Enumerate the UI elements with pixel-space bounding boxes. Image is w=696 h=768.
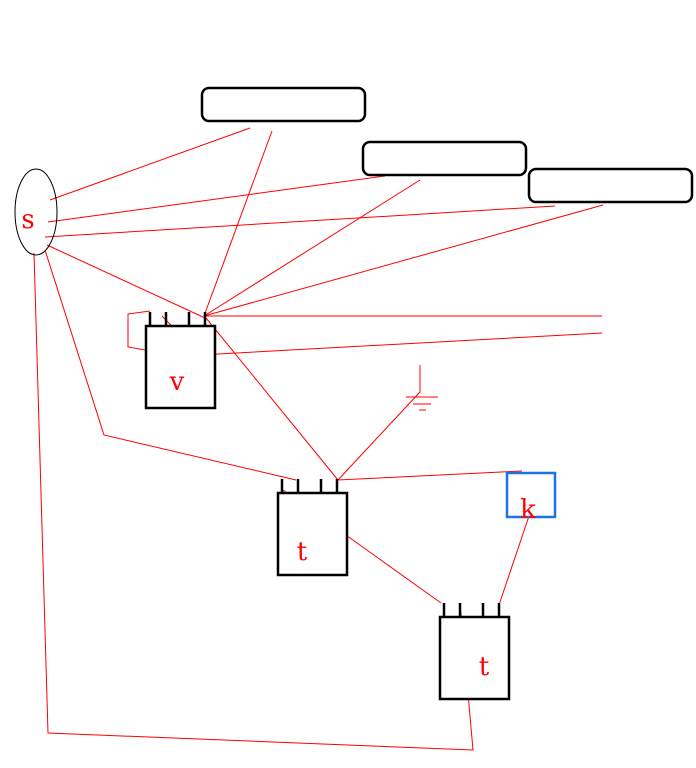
component-t2-label: t [479, 652, 490, 682]
component-t1 [276, 479, 349, 577]
source-node: s [14, 168, 58, 256]
component-t2-body [438, 615, 511, 701]
wire-v-to-t1 [205, 317, 339, 481]
terminal-bar-2 [361, 140, 528, 177]
wire-s-to-bar2 [47, 175, 386, 223]
component-v-pins [148, 312, 207, 326]
wire-k-to-t2 [498, 515, 530, 606]
wires [33, 127, 604, 751]
wire-s-to-bar3 [44, 205, 556, 238]
wire-bar2-to-v [203, 179, 421, 317]
wire-s-to-t2 [33, 252, 474, 751]
component-v-label: v [169, 367, 185, 397]
box-k-label: k [520, 495, 536, 525]
component-t1-body [276, 491, 349, 577]
wire-v-loop [161, 315, 603, 356]
component-t1-label: t [297, 537, 308, 567]
wire-s-to-t1 [44, 249, 297, 481]
terminal-bar-3 [527, 167, 694, 204]
component-v [144, 312, 217, 410]
wire-s-to-bar1 [49, 127, 251, 201]
box-k[interactable] [505, 471, 557, 519]
source-ellipse [14, 168, 58, 256]
ground-icon [406, 396, 438, 411]
component-t1-pins [280, 479, 339, 493]
wire-bar3-to-v [203, 204, 604, 317]
component-t2-pins [442, 603, 501, 617]
wire-ground-to-t1 [336, 365, 523, 481]
terminal-bars [200, 86, 694, 204]
terminal-bar-1 [200, 86, 367, 123]
wire-bar1-to-v [203, 130, 273, 317]
wire-s-to-v [46, 244, 206, 319]
component-v-body [144, 324, 217, 410]
source-label: s [21, 205, 34, 235]
component-t2 [438, 603, 511, 701]
